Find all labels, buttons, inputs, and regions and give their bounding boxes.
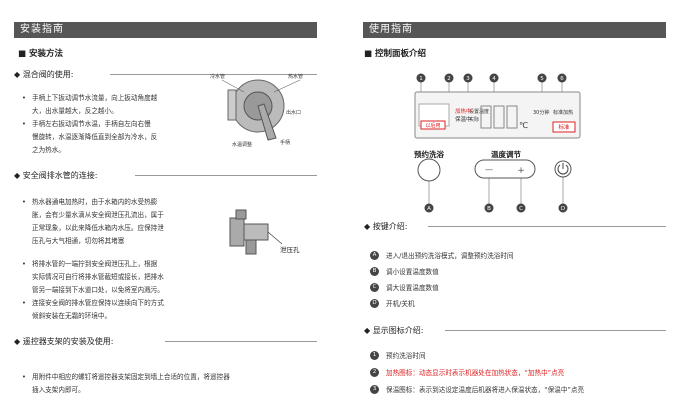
safety-paragraph-2: •将排水管的一端拧到安全阀泄压孔上，根据 实际情况可自行将排水管截短或接长，把排…	[22, 258, 212, 323]
safety-line-8: 倾斜安装在无霜的环境中。	[32, 312, 112, 320]
icons-title: 显示图标介绍:	[372, 326, 424, 335]
svg-text:热水管: 热水管	[288, 73, 303, 80]
mixing-valve-heading: ◆ 混合阀的使用:	[14, 70, 74, 79]
icons-heading: ◆ 显示图标介绍:	[364, 326, 424, 335]
safety-paragraph-1: •热水器通电加热时，由于水箱内的水受热膨 胀，会有少量水滴从安全阀泄压孔流出，属…	[22, 196, 212, 248]
safety-line-3: 压孔与大气相通，切勿将其堵塞	[32, 237, 125, 245]
safety-valve-illustration: 泄压孔	[229, 209, 300, 255]
install-method-text: 安装方法	[29, 49, 64, 59]
svg-text:3: 3	[466, 76, 470, 82]
left-banner: 安装指南	[14, 22, 317, 38]
svg-text:+: +	[517, 166, 525, 176]
svg-text:以后用: 以后用	[425, 122, 440, 129]
mixing-line-2: •手柄左右扳动调节水温，手柄自左向右慢	[22, 120, 151, 128]
safety-line-2: 正常现象，以此来降低水箱内水压。应保持泄	[32, 224, 164, 232]
mixing-valve-title: 混合阀的使用:	[22, 70, 74, 79]
svg-text:D: D	[561, 206, 565, 212]
control-panel-heading: ■ 控制面板介绍	[364, 49, 427, 59]
keys-title: 按键介绍:	[372, 222, 408, 231]
svg-text:加热中: 加热中	[455, 107, 472, 115]
svg-text:水温调整: 水温调整	[232, 141, 252, 148]
svg-text:6: 6	[560, 76, 564, 82]
safety-line-1: 胀，会有少量水滴从安全阀泄压孔流出，属于	[32, 211, 164, 219]
svg-text:C: C	[519, 206, 523, 212]
svg-text:标准加热: 标准加热	[553, 109, 573, 116]
mixing-line-3: 慢旋转，水温逐渐降低直到全部为冷水，反	[32, 133, 158, 141]
mixing-valve-illustration: 冷水管 热水管 出水口 手柄 水温调整	[210, 73, 303, 148]
remote-paragraph: •用附件中相应的螺钉将遥控器支架固定到墙上合适的位置，将遥控器 插入支架内即可。	[22, 371, 322, 397]
safety-line-0: •热水器通电加热时，由于水箱内的水受热膨	[22, 198, 158, 206]
safety-line-4: •将排水管的一端拧到安全阀泄压孔上，根据	[22, 260, 158, 268]
safety-line-7: •连接安全阀的排水管应保持以连续向下的方式	[22, 299, 164, 307]
svg-text:设置温度: 设置温度	[469, 108, 489, 115]
svg-text:30分钟: 30分钟	[533, 109, 549, 116]
safety-valve-heading: ◆ 安全阀排水管的连接:	[14, 171, 98, 180]
svg-text:B: B	[487, 206, 491, 212]
keys-heading: ◆ 按键介绍:	[364, 222, 408, 231]
svg-text:泄压孔: 泄压孔	[280, 245, 300, 254]
safety-divider	[135, 175, 317, 176]
remote-divider	[165, 341, 317, 342]
right-banner: 使用指南	[363, 22, 666, 38]
install-method-heading: ■ 安装方法	[18, 49, 64, 59]
svg-text:A: A	[427, 206, 431, 212]
safety-valve-title: 安全阀排水管的连接:	[22, 171, 98, 180]
remote-holder-heading: ◆ 遥控器支架的安装及使用:	[14, 337, 114, 346]
svg-text:标准: 标准	[558, 123, 570, 131]
control-panel-text: 控制面板介绍	[375, 49, 427, 59]
svg-text:1: 1	[419, 76, 423, 82]
svg-text:手柄: 手柄	[280, 139, 290, 146]
mixing-line-0: •手柄上下扳动调节水流量，向上扳动角度越	[22, 94, 158, 102]
svg-text:保温中: 保温中	[455, 115, 472, 123]
control-panel-diagram: 1 2 3 4 5 6 以后用 加热中 保温中 设置温度 实际 ℃ 30分钟 标…	[414, 73, 581, 213]
mixing-line-4: 之为热水。	[32, 146, 65, 154]
svg-text:4: 4	[492, 76, 496, 82]
svg-text:5: 5	[540, 76, 544, 82]
svg-text:预约洗浴: 预约洗浴	[414, 149, 444, 159]
mixing-divider	[110, 74, 317, 75]
svg-text:2: 2	[447, 76, 451, 82]
keys-divider	[428, 226, 666, 227]
svg-text:℃: ℃	[519, 121, 528, 130]
svg-text:实际: 实际	[469, 116, 479, 123]
safety-line-6: 管另一端接到下水道口处，以免将室内溅污。	[32, 286, 164, 294]
remote-line-1: 插入支架内即可。	[32, 386, 85, 394]
svg-text:—: —	[485, 165, 493, 174]
remote-holder-title: 遥控器支架的安装及使用:	[22, 337, 114, 346]
safety-line-5: 实际情况可自行将排水管截短或接长，把排水	[32, 273, 164, 281]
svg-text:出水口: 出水口	[286, 109, 301, 116]
icons-divider	[445, 330, 666, 331]
svg-text:温度调节: 温度调节	[491, 149, 521, 159]
mixing-line-1: 大，出水量越大，反之越小。	[32, 107, 118, 115]
remote-line-0: •用附件中相应的螺钉将遥控器支架固定到墙上合适的位置，将遥控器	[22, 373, 230, 381]
svg-text:冷水管: 冷水管	[210, 73, 225, 80]
mixing-paragraph: •手柄上下扳动调节水流量，向上扳动角度越 大，出水量越大，反之越小。 •手柄左右…	[22, 92, 210, 157]
